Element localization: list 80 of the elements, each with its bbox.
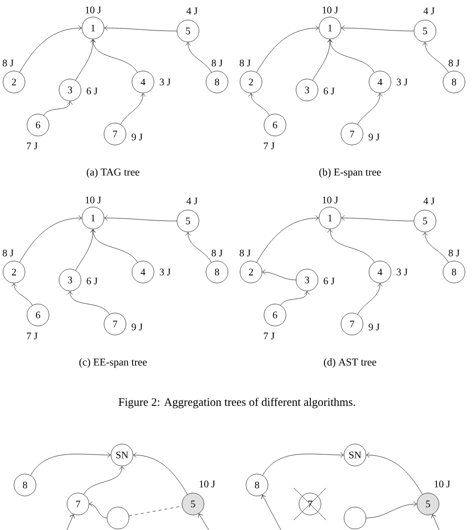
energy-label: 8 J bbox=[212, 60, 222, 66]
arrow bbox=[75, 229, 96, 270]
energy-label: 6 J bbox=[324, 278, 334, 284]
arrow bbox=[89, 501, 107, 518]
arrow bbox=[357, 93, 383, 124]
energy-label: 10 J bbox=[86, 196, 101, 204]
arrow bbox=[185, 42, 212, 72]
energy-label: 4 J bbox=[424, 8, 434, 14]
energy-label: 10 J bbox=[200, 480, 215, 488]
energy-label: 6 J bbox=[324, 88, 334, 94]
energy-label: 8 J bbox=[240, 60, 250, 66]
energy-label: 7 J bbox=[26, 142, 38, 150]
subfigure-caption: (c) EE-span tree bbox=[79, 358, 147, 368]
arrow bbox=[341, 25, 414, 32]
arrow bbox=[327, 229, 375, 262]
arrow bbox=[366, 452, 423, 494]
arrow bbox=[422, 232, 449, 262]
energy-label: 10 J bbox=[434, 480, 450, 488]
arrow bbox=[256, 25, 319, 72]
energy-label: 8 J bbox=[2, 250, 14, 256]
arrow bbox=[66, 514, 75, 530]
energy-label: 9 J bbox=[368, 134, 380, 140]
arrow bbox=[366, 501, 417, 518]
energy-label: 4 J bbox=[424, 198, 434, 204]
energy-label: 3 J bbox=[160, 78, 170, 86]
arrow bbox=[90, 39, 138, 72]
energy-label: 8 J bbox=[2, 60, 14, 66]
arrow bbox=[133, 452, 188, 494]
arrow bbox=[75, 39, 96, 80]
energy-label: 3 J bbox=[396, 268, 408, 276]
arrow bbox=[327, 39, 375, 72]
arrow bbox=[19, 25, 82, 72]
energy-label: 8 J bbox=[448, 250, 460, 256]
subfigure-caption: (a) TAG tree bbox=[86, 168, 140, 178]
arrow bbox=[280, 291, 310, 306]
arrow bbox=[256, 215, 319, 262]
energy-label: 10 J bbox=[322, 196, 338, 204]
arrow bbox=[261, 494, 282, 530]
arrow bbox=[90, 229, 138, 262]
figure-caption: Figure 2: Aggregation trees of different algorithms. bbox=[118, 398, 355, 408]
subfigure-caption: (b) E-span tree bbox=[319, 168, 381, 178]
energy-label: 10 J bbox=[86, 6, 101, 14]
energy-label: 6 J bbox=[86, 88, 98, 94]
energy-label: 8 J bbox=[240, 250, 250, 256]
energy-label: 4 J bbox=[186, 198, 198, 204]
arrow bbox=[357, 283, 383, 314]
arrow bbox=[43, 101, 73, 116]
energy-label: 9 J bbox=[132, 134, 142, 140]
arrow bbox=[30, 452, 111, 476]
energy-label: 4 J bbox=[186, 8, 198, 14]
arrow bbox=[248, 93, 270, 116]
arrow bbox=[104, 215, 177, 222]
energy-label: 8 J bbox=[448, 60, 460, 66]
arrow bbox=[341, 215, 414, 222]
arrow bbox=[104, 25, 177, 32]
energy-label: 9 J bbox=[368, 324, 380, 330]
energy-label: 8 J bbox=[212, 250, 222, 256]
arrow bbox=[11, 283, 33, 306]
node-circle bbox=[106, 506, 130, 530]
arrow bbox=[262, 269, 296, 280]
energy-label: 10 J bbox=[322, 6, 338, 14]
energy-label: 6 J bbox=[86, 278, 98, 284]
energy-label: 9 J bbox=[132, 324, 142, 330]
arrow bbox=[198, 514, 210, 530]
arrow bbox=[67, 291, 110, 314]
energy-label: 7 J bbox=[264, 142, 274, 150]
arrow bbox=[312, 39, 333, 80]
arrow bbox=[19, 215, 82, 262]
arrow bbox=[185, 232, 212, 262]
energy-label: 7 J bbox=[264, 332, 274, 340]
energy-label: 3 J bbox=[396, 78, 408, 86]
arrow bbox=[422, 42, 449, 72]
arrow bbox=[262, 452, 344, 476]
arrow bbox=[83, 466, 125, 494]
subfigure-caption: (d) AST tree bbox=[324, 358, 376, 368]
arrow bbox=[431, 514, 440, 530]
arrow bbox=[120, 93, 146, 124]
energy-label: 7 J bbox=[26, 332, 38, 340]
node-circle bbox=[344, 506, 366, 530]
energy-label: 3 J bbox=[160, 268, 170, 276]
